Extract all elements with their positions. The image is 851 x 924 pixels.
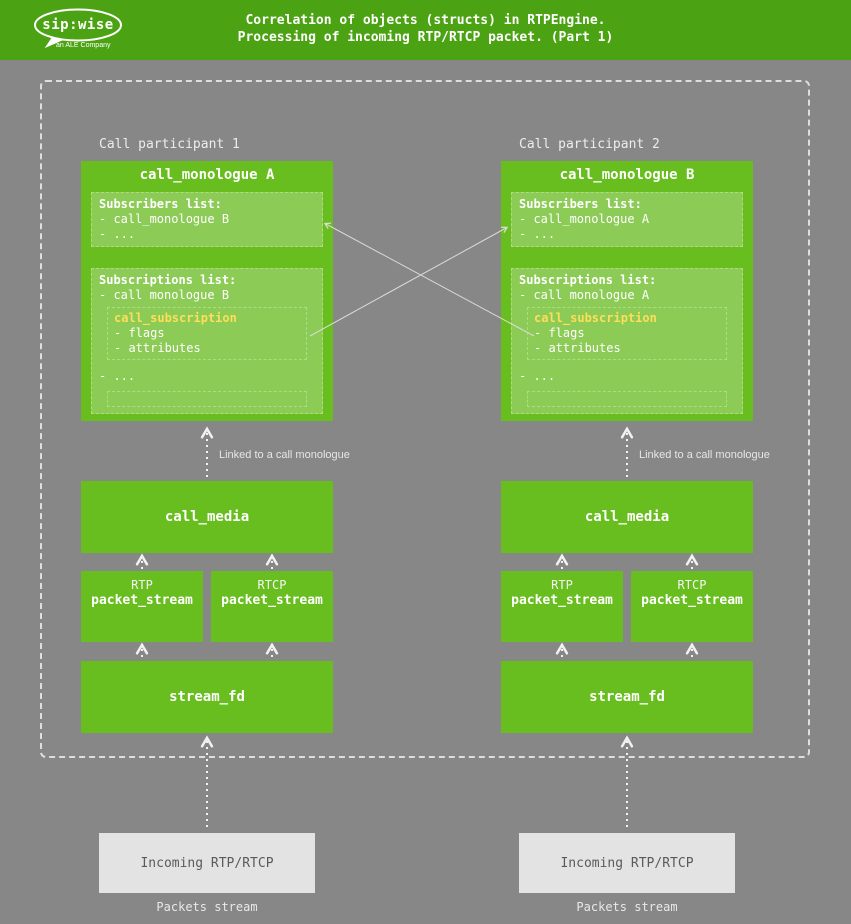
subscribers-list-title: Subscribers list: [519,197,642,211]
subscriptions-list-box: Subscriptions list: - call monologue A c… [511,268,743,414]
subscribers-item: - call_monologue A [519,212,650,226]
subscribers-list-title: Subscribers list: [99,197,222,211]
packet-stream-title: packet_stream [641,593,743,608]
packet-stream-title: packet_stream [511,593,613,608]
stream-fd-box: stream_fd [501,661,753,733]
subscriptions-list-title: Subscriptions list: [99,273,237,287]
subscriptions-item: - call monologue B [99,288,230,302]
call-subscription-box: call_subscription - flags - attributes [107,307,307,360]
call-subscription-title: call_subscription [534,311,657,325]
rtcp-label: RTCP [257,578,287,592]
incoming-label: Incoming RTP/RTCP [560,855,694,871]
call-subscription-item: - flags [114,326,165,340]
subscriptions-more: - ... [519,369,556,383]
call-subscription-title: call_subscription [114,311,237,325]
call-media-title: call_media [584,509,670,525]
rtp-label: RTP [551,578,573,592]
call-subscription-item: - flags [534,326,585,340]
participant-column-1: Call participant 1 call_monologue A Subs… [81,0,350,924]
linked-to-monologue-label: Linked to a call monologue [219,449,350,461]
call-media-title: call_media [164,509,250,525]
rtcp-label: RTCP [677,578,707,592]
empty-subscription-box [527,391,727,407]
participant-label: Call participant 2 [519,137,660,152]
stream-fd-title: stream_fd [169,689,245,705]
incoming-label: Incoming RTP/RTCP [140,855,274,871]
incoming-rtp-rtcp-box: Incoming RTP/RTCP [519,833,735,893]
packet-stream-title: packet_stream [91,593,193,608]
packet-stream-rtp-box: RTP packet_stream [81,571,203,642]
call-subscription-box: call_subscription - flags - attributes [527,307,727,360]
call-monologue-box: call_monologue A Subscribers list: - cal… [81,161,333,421]
rtp-label: RTP [131,578,153,592]
participant-label: Call participant 1 [99,137,240,152]
subscribers-item: - call_monologue B [99,212,230,226]
linked-to-monologue-label: Linked to a call monologue [639,449,770,461]
sipwise-logo: sip:wise an ALE Company [32,7,132,53]
logo-text: sip:wise [42,17,114,33]
subscribers-list-box: Subscribers list: - call_monologue B - .… [91,192,323,247]
call-media-box: call_media [501,481,753,553]
participant-column-2: Call participant 2 call_monologue B Subs… [501,0,770,924]
packets-stream-label: Packets stream [156,900,258,914]
subscribers-list-box: Subscribers list: - call_monologue A - .… [511,192,743,247]
call-subscription-item: - attributes [534,341,621,355]
header-bar: sip:wise an ALE Company Correlation of o… [0,0,851,60]
logo-cloud-icon [34,8,122,49]
call-monologue-box: call_monologue B Subscribers list: - cal… [501,161,753,421]
packet-stream-rtcp-box: RTCP packet_stream [211,571,333,642]
call-monologue-title: call_monologue A [139,167,275,183]
page-title: Correlation of objects (structs) in RTPE… [0,12,851,46]
packets-stream-label: Packets stream [576,900,678,914]
subscriptions-item: - call monologue A [519,288,650,302]
call-monologue-title: call_monologue B [559,167,695,183]
stream-fd-title: stream_fd [589,689,665,705]
call-media-box: call_media [81,481,333,553]
page-title-line2: Processing of incoming RTP/RTCP packet. … [237,30,614,45]
empty-subscription-box [107,391,307,407]
subscriptions-more: - ... [99,369,136,383]
diagram-frame [40,80,810,758]
packet-stream-title: packet_stream [221,593,323,608]
incoming-rtp-rtcp-box: Incoming RTP/RTCP [99,833,315,893]
subscriptions-list-box: Subscriptions list: - call monologue B c… [91,268,323,414]
subscriptions-list-title: Subscriptions list: [519,273,657,287]
page-title-line1: Correlation of objects (structs) in RTPE… [245,13,606,28]
subscribers-item: - ... [519,227,556,241]
packet-stream-rtcp-box: RTCP packet_stream [631,571,753,642]
call-subscription-item: - attributes [114,341,201,355]
packet-stream-rtp-box: RTP packet_stream [501,571,623,642]
logo-subtext: an ALE Company [56,42,111,49]
stream-fd-box: stream_fd [81,661,333,733]
subscribers-item: - ... [99,227,136,241]
